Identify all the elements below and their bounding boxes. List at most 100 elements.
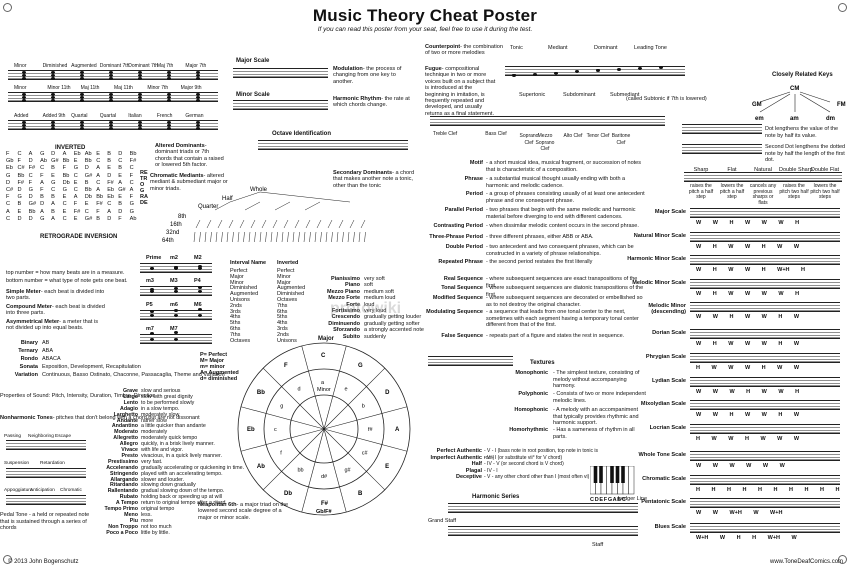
tone-cell: A <box>96 165 100 172</box>
circle-spoke <box>262 367 325 430</box>
chord-note <box>22 124 26 127</box>
form-term: Ternary <box>18 348 38 354</box>
form-def: AB <box>42 340 50 346</box>
tone-cell: C <box>28 172 33 179</box>
tone-cell: Bb <box>62 158 70 165</box>
meter-def: - each beat is divided into two parts. <box>6 289 105 302</box>
scale-degree-staff <box>505 66 685 76</box>
circle-bottom-key: Gb/F# <box>316 509 332 515</box>
tempo-def: quickly, in a brisk lively manner. <box>141 441 215 448</box>
interval-note <box>174 309 178 312</box>
tone-cell: B <box>96 215 100 222</box>
rhythm-32nd: 32nd <box>166 230 179 236</box>
dynamic-term: Crescendo <box>331 314 360 321</box>
interval-name: Major <box>230 273 244 280</box>
tone-cell: D <box>84 165 89 172</box>
tempo-def: a little quicker than andante <box>141 423 206 430</box>
cadence-def: - V - I (bass note in root position, top… <box>484 448 598 461</box>
staff-label: Staff <box>592 542 604 548</box>
chord-note <box>167 124 171 127</box>
interval-label: m7 <box>146 326 154 332</box>
tone-cell: Eb <box>73 151 81 157</box>
tone-cell: C# <box>6 187 14 194</box>
grand-staff-label: Grand Staff <box>428 518 457 524</box>
chord-note <box>80 127 84 130</box>
dynamic-def: suddenly <box>364 333 387 340</box>
nonharmonic-type: Neighboring <box>28 434 54 439</box>
tempo-term: Allargando <box>110 476 138 483</box>
tempo-def: less. <box>141 511 152 518</box>
tempo-def: slow with great dignity <box>141 393 193 400</box>
scale-name: Phrygian Scale <box>645 354 686 360</box>
tone-cell: F# <box>28 165 36 172</box>
interval-legend-item: M= Major <box>200 358 224 364</box>
texture-def: - The simplest texture, consisting of me… <box>553 370 640 389</box>
circle-major-key: D <box>385 390 390 396</box>
chord-note <box>80 99 84 102</box>
ledger-line-label: Ledger Line <box>618 496 648 502</box>
scale-staff <box>690 302 840 312</box>
interval-note <box>150 267 154 270</box>
major-scale-staff <box>233 68 328 78</box>
dynamic-def: loud <box>364 301 375 308</box>
harmonic-series-staff-treble <box>448 503 638 513</box>
harmonic-series-staff-bass <box>448 526 638 536</box>
interval-inverted: 6ths <box>277 308 288 315</box>
scale-degree: Dominant <box>594 45 618 51</box>
interval-note <box>174 338 178 341</box>
scale-name: Harmonic Minor Scale <box>627 256 686 262</box>
texture-term: Monophonic <box>515 370 548 376</box>
accidental-name: Double Sharp <box>779 167 813 173</box>
accidental-def: lowers the pitch two half steps <box>810 183 840 201</box>
phrase-def: - where subsequent sequences are diatoni… <box>486 285 644 298</box>
nonharmonic-title: Nonharmonic Tones <box>0 415 53 421</box>
circle-spoke <box>301 345 325 430</box>
meter-def: - each beat is divided into three parts. <box>6 304 105 317</box>
form-def: Continuous, Basso Ostinato, Chaconne, Pa… <box>42 372 225 378</box>
interval-note <box>150 314 154 317</box>
tempo-def: gradual slowing down of the tempo. <box>141 488 225 495</box>
phrase-term: Period <box>465 191 483 197</box>
tone-cell: F <box>129 194 134 201</box>
tone-cell: F <box>73 201 78 208</box>
properties-of-sound: Properties of Sound: Pitch, Intensity, D… <box>0 393 156 399</box>
tone-cell: C <box>73 187 78 194</box>
interval-note <box>150 332 154 335</box>
key-dm: dm <box>826 116 835 122</box>
dynamic-def: medium loud <box>364 295 396 302</box>
tone-cell: Eb <box>107 187 115 194</box>
piano-white-key <box>628 466 635 495</box>
scale-staff <box>690 255 840 265</box>
tempo-def: slowing down gradually <box>141 482 196 489</box>
tone-cell: C <box>62 201 67 208</box>
scale-steps: W W H W W H W <box>696 314 800 320</box>
neapolitan-def: - a major triad on the lowered second sc… <box>198 502 289 521</box>
chord-label: Dominant 7th <box>128 63 159 69</box>
scale-degree-note <box>512 74 516 77</box>
tone-cell: A <box>73 194 78 201</box>
tempo-term: Largo <box>123 393 138 400</box>
piano-key-names: C D E F G A B C <box>590 497 626 503</box>
tone-cell: C <box>129 165 134 172</box>
phrase-def: - a substantial musical thought usually … <box>486 176 626 189</box>
tempo-def: played with an accelerating tempo. <box>141 470 223 477</box>
tone-cell: A <box>51 201 55 208</box>
piano-black-key <box>615 466 620 483</box>
form-def: ABACA <box>42 356 61 362</box>
chord-note <box>51 74 55 77</box>
tone-cell: A <box>107 208 111 215</box>
tone-cell: E <box>118 194 122 201</box>
circle-spoke <box>323 406 408 430</box>
tempo-term: Ritardando <box>110 482 138 489</box>
interval-name: Octaves <box>230 337 251 344</box>
interval-inverted: 5ths <box>277 314 288 321</box>
chord-label: Italian <box>128 113 142 119</box>
chord-note <box>138 93 142 96</box>
chord-note <box>80 77 84 80</box>
key-em: em <box>755 116 764 122</box>
scale-staff <box>690 523 840 533</box>
chord-note <box>22 99 26 102</box>
dynamic-term: Mezzo Piano <box>326 288 360 295</box>
